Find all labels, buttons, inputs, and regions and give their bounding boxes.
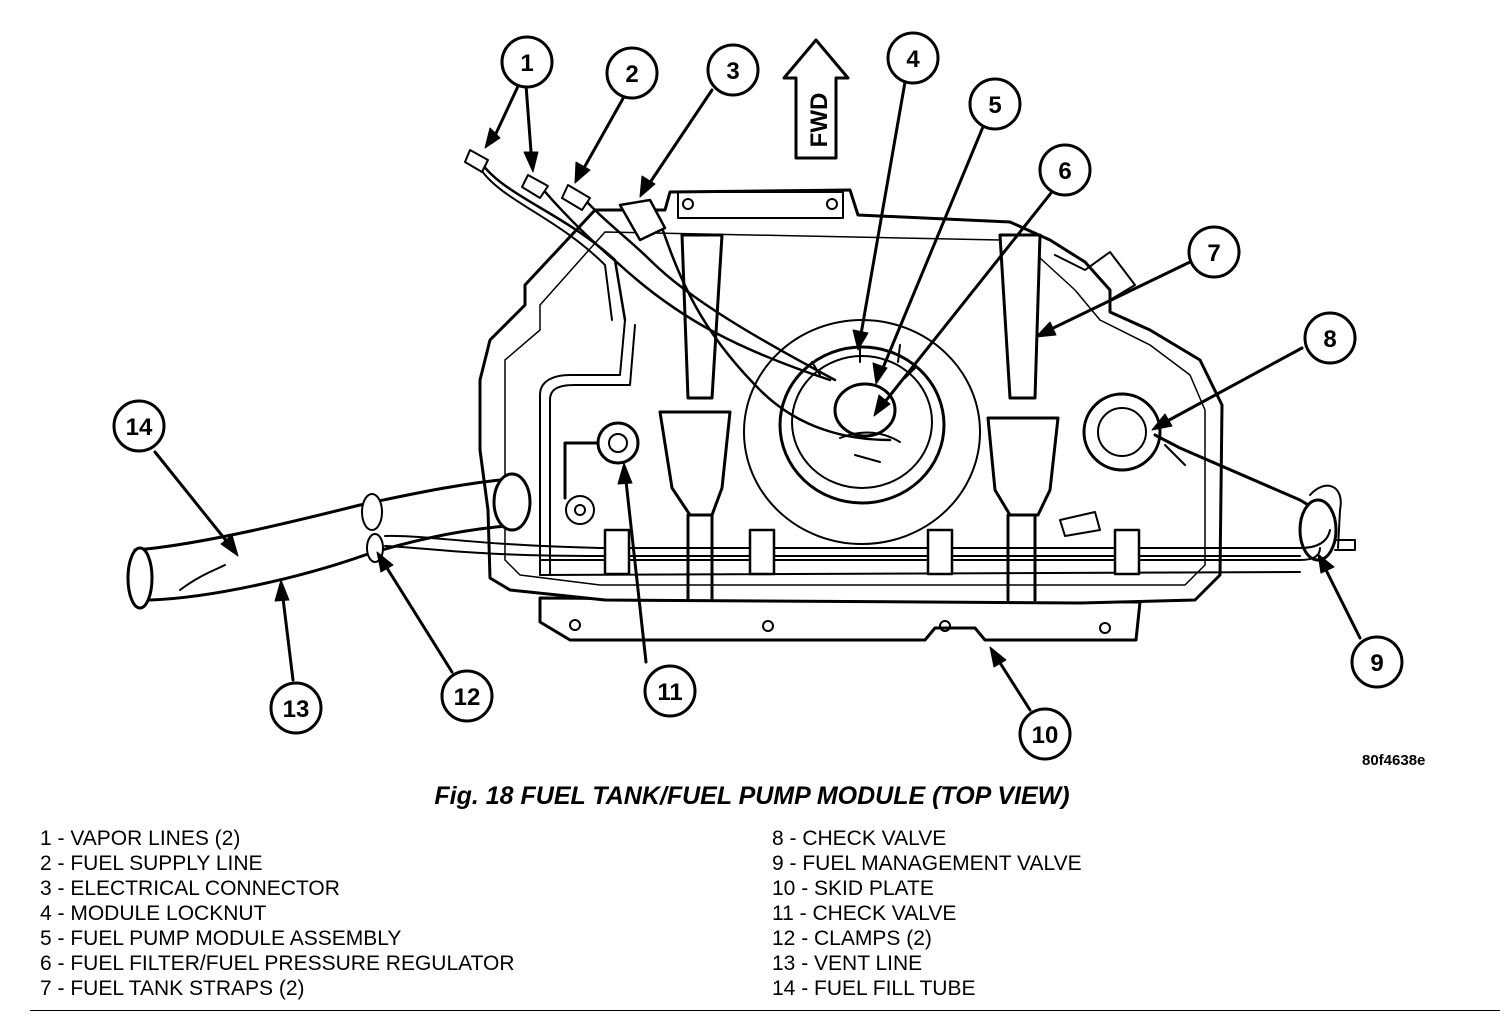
legend-item: 14 - FUEL FILL TUBE [772,977,976,1000]
top-lines [464,149,892,442]
forward-arrow [782,38,850,160]
callout-14: 14 [126,414,153,441]
fuel-management-valve [1298,484,1356,562]
callout-13: 13 [283,696,310,723]
callout-4: 4 [906,46,920,73]
legend-item: 2 - FUEL SUPPLY LINE [40,852,263,875]
callout-6: 6 [1058,158,1071,185]
legend-item: 13 - VENT LINE [772,952,923,975]
callout-8: 8 [1323,326,1336,353]
legend-item: 8 - CHECK VALVE [772,827,947,850]
fuel-tank-diagram: FWD 1 2 3 4 5 6 7 8 9 10 11 12 13 14 [112,31,1404,761]
skid-plate [538,596,1142,642]
figure-id: 80f4638e [1362,752,1426,769]
bottom-rule [30,1010,1500,1011]
callout-11: 11 [657,679,682,706]
legend-item: 12 - CLAMPS (2) [772,927,932,950]
callout-12: 12 [454,684,481,711]
check-valve-11 [563,421,640,500]
legend-item: 3 - ELECTRICAL CONNECTOR [40,877,340,900]
legend-right-column: 8 - CHECK VALVE 9 - FUEL MANAGEMENT VALV… [772,826,1082,1001]
callout-circles [112,31,1404,761]
legend-item: 10 - SKID PLATE [772,877,934,900]
legend-item: 11 - CHECK VALVE [772,902,957,925]
fuel-tank-straps [658,233,1060,602]
callout-9: 9 [1370,650,1383,677]
legend-item: 5 - FUEL PUMP MODULE ASSEMBLY [40,927,402,950]
forward-label: FWD [806,93,833,148]
legend-item: 4 - MODULE LOCKNUT [40,902,267,925]
legend-item: 9 - FUEL MANAGEMENT VALVE [772,852,1082,875]
legend-item: 6 - FUEL FILTER/FUEL PRESSURE REGULATOR [40,952,515,975]
legend-item: 7 - FUEL TANK STRAPS (2) [40,977,305,1000]
callout-1: 1 [520,50,533,77]
figure-caption: Fig. 18 FUEL TANK/FUEL PUMP MODULE (TOP … [434,782,1070,810]
callout-2: 2 [625,61,638,88]
callout-leaders [153,80,1362,712]
legend-item: 1 - VAPOR LINES (2) [40,827,241,850]
callout-10: 10 [1032,722,1059,749]
callout-7: 7 [1207,240,1220,267]
legend-left-column: 1 - VAPOR LINES (2) 2 - FUEL SUPPLY LINE… [40,826,515,1001]
callout-5: 5 [988,92,1001,119]
callout-3: 3 [726,58,739,85]
fuel-fill-tube [126,472,532,610]
callout-numbers: 1 2 3 4 5 6 7 8 9 10 11 12 13 14 [126,46,1384,749]
fuel-and-vent-lines [384,319,1331,576]
line-clamps [603,528,1141,576]
